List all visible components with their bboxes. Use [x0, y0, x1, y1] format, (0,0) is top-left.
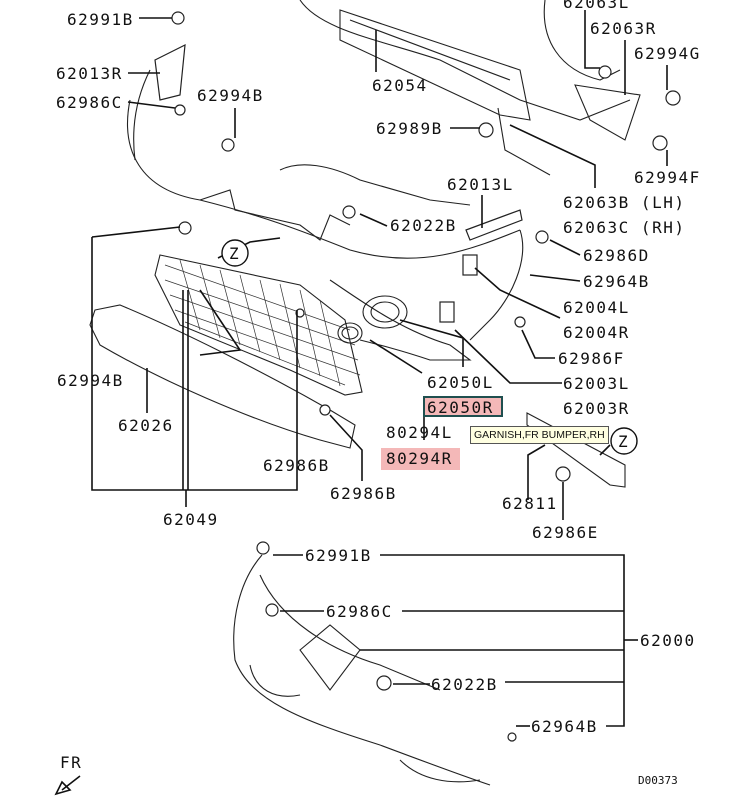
clip-icon	[376, 675, 392, 691]
bolt-icon	[652, 135, 668, 151]
part-label-62022B-bottom[interactable]: 62022B	[431, 675, 498, 694]
garnish-rh	[526, 412, 626, 488]
part-label-62811[interactable]: 62811	[502, 494, 558, 513]
part-label-62989B[interactable]: 62989B	[376, 119, 443, 138]
part-label-62994B[interactable]: 62994B	[197, 86, 264, 105]
part-label-62004L[interactable]: 62004L	[563, 298, 630, 317]
part-label-62003L[interactable]: 62003L	[563, 374, 630, 393]
part-label-62050L[interactable]: 62050L	[427, 373, 494, 392]
part-label-62003R[interactable]: 62003R	[563, 399, 630, 418]
part-label-62022B[interactable]: 62022B	[390, 216, 457, 235]
highlight-62050R	[423, 396, 503, 417]
bracket-icon	[439, 301, 455, 323]
highlight-80294R	[381, 448, 460, 470]
part-labels: 62991B 62063L 62063R 62994G 62013R 62054…	[56, 0, 701, 736]
part-label-62986B-b[interactable]: 62986B	[330, 484, 397, 503]
clip-icon	[256, 541, 270, 555]
bolt-icon	[265, 603, 279, 617]
bracket-icon	[465, 209, 523, 241]
part-label-62013R[interactable]: 62013R	[56, 64, 123, 83]
part-label-62986B-a[interactable]: 62986B	[263, 456, 330, 475]
bolt-icon	[665, 90, 681, 106]
part-label-62991B[interactable]: 62991B	[67, 10, 134, 29]
part-label-62063R[interactable]: 62063R	[590, 19, 657, 38]
part-label-80294L[interactable]: 80294L	[386, 423, 453, 442]
svg-text:Z: Z	[618, 432, 629, 451]
bolt-icon	[221, 138, 235, 152]
lower-bumper-outline	[233, 554, 491, 786]
upper-bumper-outline	[127, 0, 631, 361]
part-label-62986E[interactable]: 62986E	[532, 523, 599, 542]
callout-z-right: Z	[610, 427, 638, 455]
part-label-62063B[interactable]: 62063B (LH)	[563, 193, 685, 212]
fog-lamp-bezel	[337, 295, 408, 344]
reinforcement-bar	[339, 0, 641, 176]
bracket-icon	[462, 254, 478, 276]
callout-z-left: Z	[221, 239, 249, 267]
bolt-icon	[319, 404, 331, 416]
bracket-icon	[154, 43, 186, 101]
part-label-80294R[interactable]: 80294R	[386, 449, 453, 468]
bolt-icon	[178, 221, 192, 235]
part-label-62004R[interactable]: 62004R	[563, 323, 630, 342]
lower-lip-outline	[89, 304, 356, 449]
bolt-icon	[174, 104, 186, 116]
part-label-62986C[interactable]: 62986C	[56, 93, 123, 112]
part-label-62991B-bottom[interactable]: 62991B	[305, 546, 372, 565]
part-label-62013L[interactable]: 62013L	[447, 175, 514, 194]
part-tooltip: GARNISH,FR BUMPER,RH	[470, 426, 609, 444]
bolt-icon	[295, 308, 305, 318]
arrow-icon	[54, 775, 81, 796]
bolt-icon	[478, 122, 494, 138]
diagram-code: D00373	[638, 774, 678, 787]
part-label-62986D[interactable]: 62986D	[583, 246, 650, 265]
part-label-62063L[interactable]: 62063L	[563, 0, 630, 12]
bolt-icon	[514, 316, 526, 328]
part-label-62986C-bottom[interactable]: 62986C	[326, 602, 393, 621]
part-label-62994B-left[interactable]: 62994B	[57, 371, 124, 390]
bolt-icon	[507, 732, 517, 742]
part-label-62000[interactable]: 62000	[640, 631, 696, 650]
part-label-62994G[interactable]: 62994G	[634, 44, 701, 63]
grille-mesh	[154, 254, 363, 396]
part-label-62050R[interactable]: 62050R	[427, 398, 494, 417]
clip-icon	[342, 205, 356, 219]
bolt-icon	[535, 230, 549, 244]
part-label-62054[interactable]: 62054	[372, 76, 428, 95]
part-label-62986F[interactable]: 62986F	[558, 349, 625, 368]
part-label-62964B[interactable]: 62964B	[583, 272, 650, 291]
part-label-62063C[interactable]: 62063C (RH)	[563, 218, 685, 237]
bolt-icon	[555, 466, 571, 482]
bolt-icon	[598, 65, 612, 79]
part-label-62964B-bottom[interactable]: 62964B	[531, 717, 598, 736]
part-label-62994F[interactable]: 62994F	[634, 168, 701, 187]
svg-text:Z: Z	[229, 244, 240, 263]
svg-text:FR: FR	[60, 753, 82, 772]
clip-icon	[171, 11, 185, 25]
part-label-62049[interactable]: 62049	[163, 510, 219, 529]
part-label-62026[interactable]: 62026	[118, 416, 174, 435]
front-direction-indicator: FR	[54, 753, 82, 796]
fasteners	[154, 11, 681, 742]
